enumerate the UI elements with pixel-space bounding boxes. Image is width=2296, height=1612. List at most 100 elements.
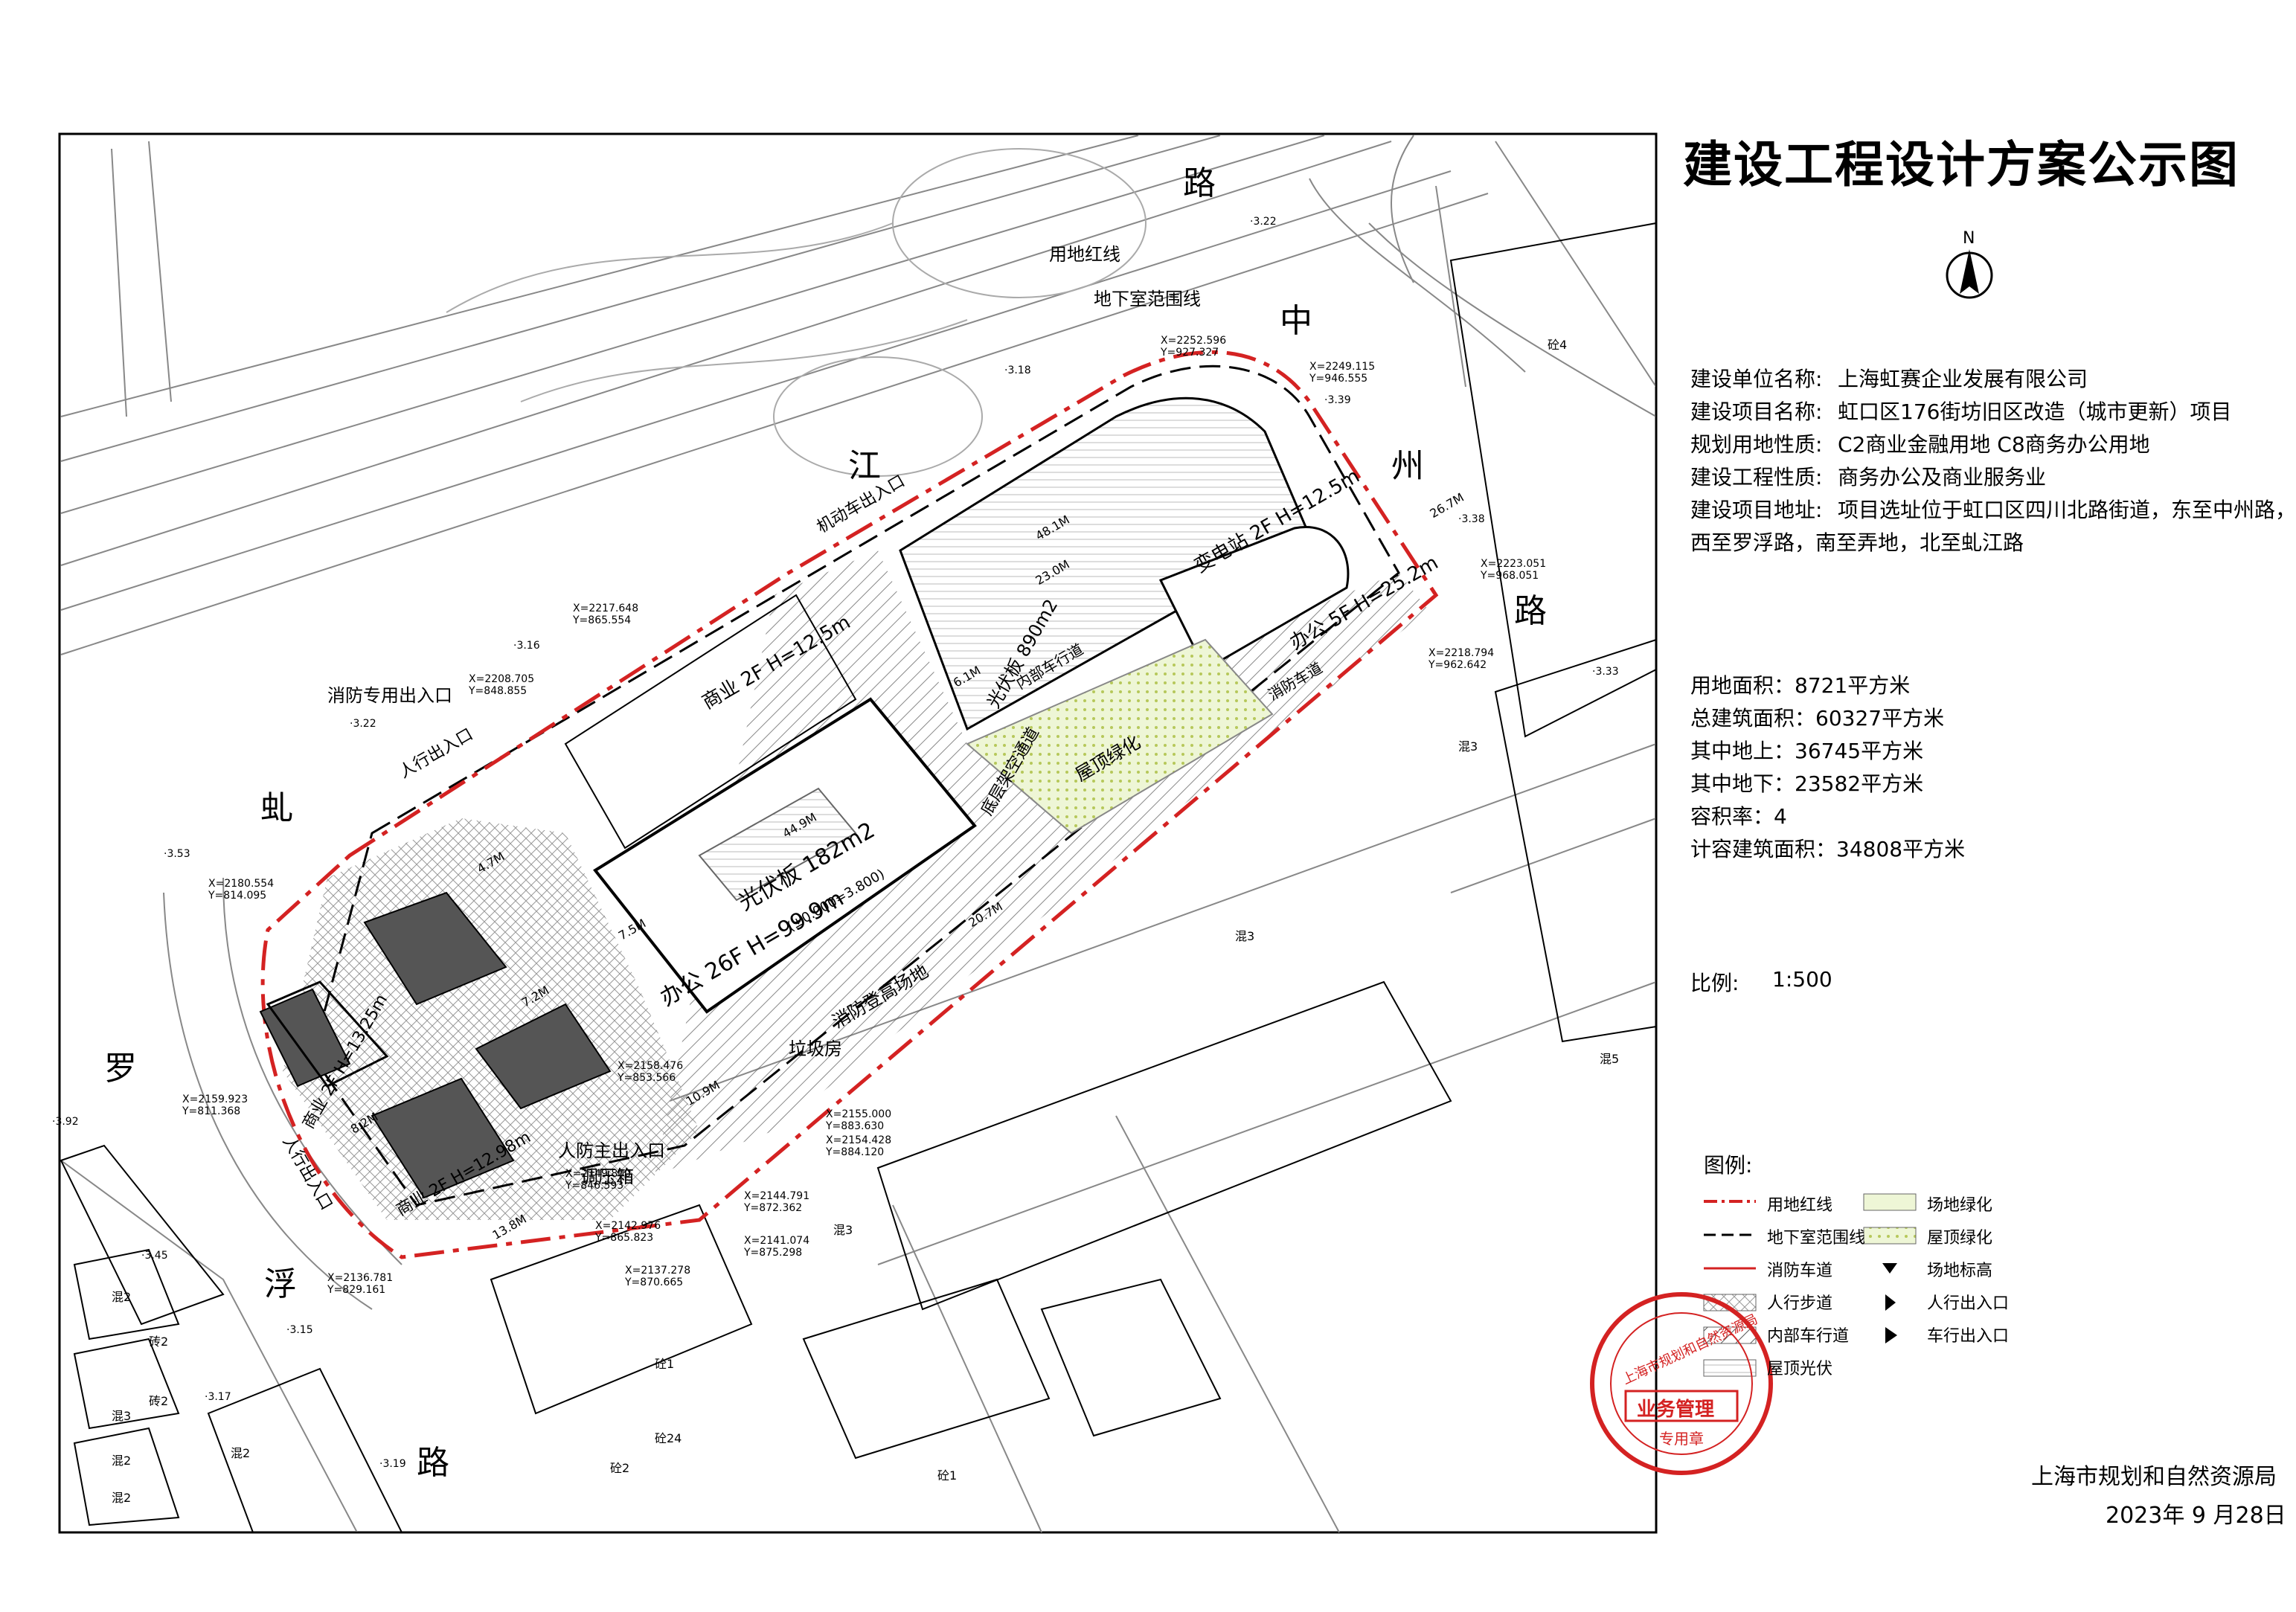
building-label: 混3 [1235,929,1255,943]
elevation-label: ·3.16 [513,640,540,652]
coordinate-label: X=2149.800 [565,1168,632,1180]
callout-civil-defense: 人防主出入口 [558,1140,665,1161]
info-value: 西至罗浮路，南至弄地，北至虬江路 [1690,530,2024,555]
commercial-block [564,594,857,850]
coordinate-label: X=2249.115 [1309,361,1376,373]
elevation-label: ·3.22 [350,718,376,730]
coordinate-label: X=2217.648 [573,603,639,614]
stat-line: 容积率：4 [1690,804,1787,829]
issuer: 上海市规划和自然资源局 [2031,1464,2277,1490]
legend-item-roof-green: 屋顶绿化 [1927,1229,1993,1247]
legend-item-site-green: 场地绿化 [1927,1196,1993,1215]
coordinate-label: X=2155.000 [826,1108,892,1120]
callout-fire-entry: 消防专用出入口 [327,685,452,706]
building-label: 混2 [112,1290,132,1304]
stat-line: 计容建筑面积：34808平方米 [1690,837,1966,861]
issue-date: 2023年 9 月28日 [2106,1503,2286,1529]
coordinate-label: X=2137.278 [625,1265,691,1277]
elevation-label: ·3.39 [1324,394,1351,406]
info-value: C2商业金融用地 C8商务办公用地 [1838,432,2150,457]
legend-item-internal-road: 内部车行道 [1767,1327,1850,1346]
legend-item-fire-lane: 消防车道 [1767,1262,1833,1280]
stat-line: 其中地下：23582平方米 [1690,771,1924,796]
north-block [899,396,1311,731]
info-label: 建设工程性质: [1690,465,1823,489]
elevation-label: ·3.22 [1250,216,1277,228]
building-label: 混3 [112,1409,132,1423]
building-label: 混3 [833,1223,853,1237]
coordinate-label: Y=870.665 [625,1277,684,1288]
building-label: 砖2 [149,1335,169,1349]
park-paths [446,148,1147,477]
official-stamp [1590,1292,1773,1475]
building-label: 砼1 [655,1357,675,1371]
heritage-buildings [259,891,612,1199]
coordinate-label: X=2154.428 [826,1134,892,1146]
legend-item-roof-pv: 屋顶光伏 [1767,1360,1833,1378]
elevation-label: ·3.19 [379,1458,406,1470]
elevation-label: ·3.15 [286,1324,313,1336]
neighbor-buildings [60,222,1657,1533]
coordinate-label: Y=865.823 [595,1232,654,1244]
tower-pv [698,787,857,902]
legend-item-sidewalk: 人行步道 [1767,1294,1833,1313]
info-label: 建设项目地址: [1690,498,1823,522]
callout-red-line: 用地红线 [1049,244,1120,265]
stat-line: 其中地上：36745平方米 [1690,739,1924,763]
coordinate-label: Y=846.593 [565,1180,624,1192]
road-name-char: 州 [1391,447,1424,485]
legend-item-ped-entry: 人行出入口 [1927,1294,2010,1313]
road-name-char: 中 [1280,302,1312,340]
stat-line: 总建筑面积：60327平方米 [1690,706,1945,730]
coordinate-label: Y=968.051 [1481,570,1539,582]
elevation-label: ·3.53 [164,848,190,860]
elevation-label: ·3.38 [1458,513,1485,525]
elevation-label: ·3.92 [52,1116,79,1128]
building-label: 混5 [1600,1052,1620,1066]
north-arrow-icon [1946,249,1993,299]
legend-item-site-elev: 场地标高 [1927,1262,1993,1280]
coordinate-label: Y=875.298 [744,1247,803,1259]
legend-swatches [1703,1193,1917,1377]
building-label: 混2 [231,1446,251,1460]
elevation-label: ·3.18 [1004,365,1031,376]
info-value: 虹口区176街坊旧区改造（城市更新）项目 [1838,399,2232,424]
coordinate-label: X=2223.051 [1481,558,1547,570]
callout-garbage: 垃圾房 [789,1038,842,1059]
building-label: 混3 [1458,739,1478,754]
road-name-char: 路 [1514,592,1547,630]
coordinate-label: Y=946.555 [1309,373,1368,385]
coordinate-label: X=2158.476 [618,1060,684,1072]
road-name-char: 浮 [264,1265,297,1303]
building-label: 混2 [112,1454,132,1468]
road-name-char: 路 [1183,164,1216,202]
coordinate-label: Y=962.642 [1428,659,1487,671]
coordinate-label: Y=927.327 [1161,347,1219,359]
roof-green-area [966,638,1274,835]
north-label: N [1963,229,1975,248]
small-office-block [1158,526,1350,672]
coordinate-label: Y=883.630 [826,1120,885,1132]
elevation-label: ·3.17 [205,1391,231,1403]
legend-item-red-line: 用地红线 [1767,1196,1833,1215]
info-label: 建设单位名称: [1690,367,1823,391]
scale-value: 1:500 [1772,967,1832,992]
coordinate-label: Y=848.855 [469,685,527,697]
basement-outline [311,365,1400,1207]
legend-item-car-entry: 车行出入口 [1927,1327,2010,1346]
stat-line: 用地面积：8721平方米 [1690,673,1911,698]
info-value: 商务办公及商业服务业 [1838,465,2047,489]
scale-label: 比例: [1690,971,1739,995]
stamp-sub: 专用章 [1659,1430,1704,1448]
coordinate-label: Y=853.566 [618,1072,676,1084]
building-label: 砼4 [1548,338,1568,352]
legend-item-basement-line: 地下室范围线 [1767,1229,1866,1247]
legend-title: 图例: [1704,1153,1753,1178]
coordinate-label: Y=872.362 [744,1202,803,1214]
road-name-char: 虬 [260,789,293,827]
building-label: 砼1 [937,1468,958,1483]
building-label: 砖2 [149,1394,169,1408]
page-title: 建设工程设计方案公示图 [1683,136,2239,193]
